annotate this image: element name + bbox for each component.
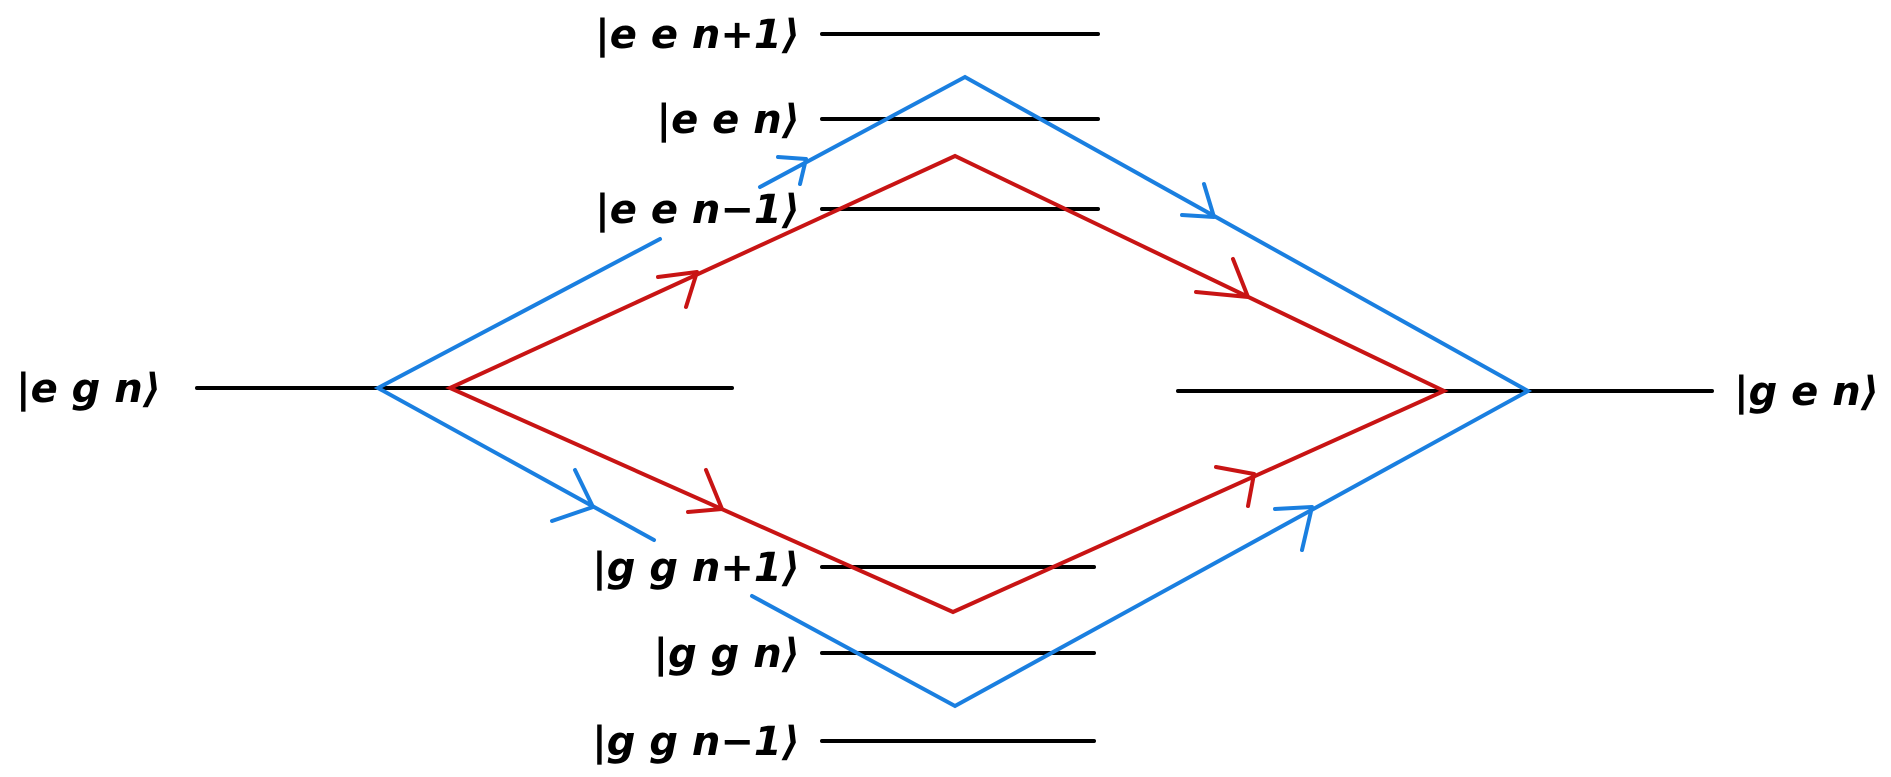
label-gg-n-plus-1: |g g n+1⟩	[592, 545, 800, 592]
blue-path	[373, 74, 1533, 709]
blue-arrowhead-upper	[776, 155, 808, 186]
label-ee-n: |e e n⟩	[657, 97, 800, 144]
label-ee-n-plus-1: |e e n+1⟩	[595, 12, 800, 59]
label-eg-n: |e g n⟩	[16, 366, 161, 413]
red-path-diamond	[445, 153, 1449, 615]
red-arrowhead-upper-left	[656, 270, 699, 309]
blue-arrowhead-upper-right	[1180, 182, 1216, 219]
red-arrowhead-upper-right	[1194, 257, 1250, 299]
red-arrowhead-lower-left	[686, 468, 724, 514]
red-path	[445, 153, 1449, 615]
energy-levels	[195, 32, 1714, 743]
blue-arrowhead-lower-right	[1273, 505, 1314, 552]
label-ge-n: |g e n⟩	[1734, 369, 1879, 416]
label-ee-n-minus-1: |e e n−1⟩	[595, 187, 800, 234]
red-arrowhead-lower-right	[1214, 465, 1256, 508]
blue-path-upper-right	[750, 74, 1533, 709]
label-gg-n: |g g n⟩	[654, 631, 800, 678]
blue-arrowhead-lower-left	[550, 468, 595, 523]
blue-path-upper-left	[373, 237, 662, 542]
label-gg-n-minus-1: |g g n−1⟩	[592, 719, 800, 766]
state-labels: |e e n+1⟩ |e e n⟩ |e e n−1⟩ |e g n⟩ |g e…	[16, 12, 1879, 766]
